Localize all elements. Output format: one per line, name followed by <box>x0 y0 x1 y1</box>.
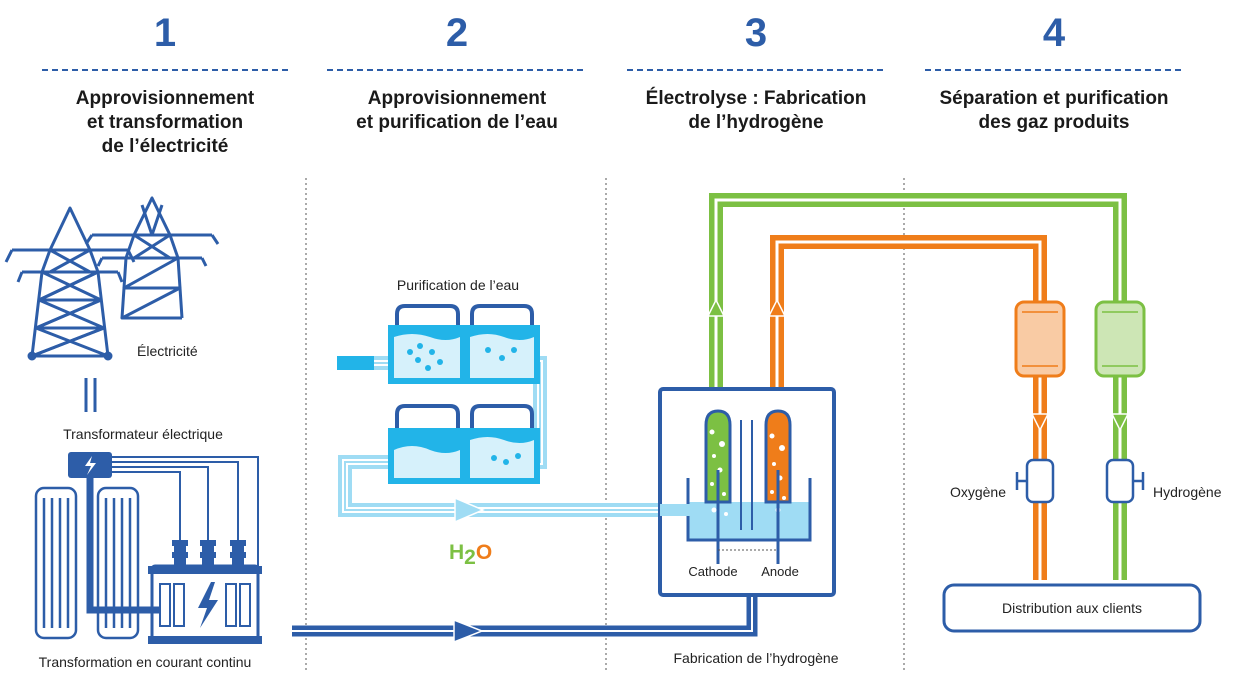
oxygen-tank-icon <box>1015 458 1055 504</box>
step-2-heading-line-2: et purification de l’eau <box>356 112 558 133</box>
hydrogen-label: Hydrogène <box>1153 484 1222 500</box>
step-4-header: 4 Séparation et purification des gaz pro… <box>925 11 1183 133</box>
water-purification-icon <box>337 304 660 524</box>
step-2-heading-line-1: Approvisionnement <box>368 88 547 109</box>
electrolyser <box>658 387 836 597</box>
step-4-heading-line-1: Séparation et purification <box>939 88 1168 109</box>
water-purification-label: Purification de l’eau <box>397 277 519 293</box>
hydrogen-separator <box>1094 300 1146 378</box>
step-3-heading-line-1: Électrolyse : Fabrication <box>646 87 867 109</box>
transformer-label: Transformateur électrique <box>63 426 223 442</box>
step-2-number: 2 <box>446 11 468 55</box>
distribution-label: Distribution aux clients <box>1002 600 1142 616</box>
dc-conversion-label: Transformation en courant continu <box>39 654 252 670</box>
electricity-connector <box>84 378 97 412</box>
transformer-icon <box>34 452 262 644</box>
h2o-h: H <box>449 541 464 564</box>
hydrogen-tank-icon <box>1105 458 1145 504</box>
step-1-header: 1 Approvisionnement et transformation de… <box>42 11 288 157</box>
step-1-heading-line-3: de l’électricité <box>102 136 229 157</box>
oxygen-separator <box>1014 300 1066 378</box>
h2o-o: O <box>476 541 492 564</box>
cathode-label: Cathode <box>688 564 737 579</box>
distribution-box <box>942 583 1202 633</box>
hydrogen-production-label: Fabrication de l’hydrogène <box>674 650 839 666</box>
electricity-label: Électricité <box>137 343 198 359</box>
step-1-heading-line-2: et transformation <box>87 112 243 133</box>
pylons-icon <box>4 196 220 361</box>
step-1-heading-line-1: Approvisionnement <box>76 88 255 109</box>
step-3-number: 3 <box>745 11 767 55</box>
oxygen-label: Oxygène <box>950 484 1006 500</box>
anode-label: Anode <box>761 564 799 579</box>
h2o-label: H2O <box>449 541 492 569</box>
step-2-header: 2 Approvisionnement et purification de l… <box>327 11 585 133</box>
oxygen-pipe <box>770 235 1047 580</box>
step-1-number: 1 <box>154 11 176 55</box>
h2o-subscript: 2 <box>464 546 476 569</box>
step-4-number: 4 <box>1043 11 1066 55</box>
step-3-heading-line-2: de l’hydrogène <box>688 112 823 133</box>
water-inlet <box>660 504 690 516</box>
step-3-header: 3 Électrolyse : Fabrication de l’hydrogè… <box>627 11 885 133</box>
step-4-heading-line-2: des gaz produits <box>979 112 1130 133</box>
